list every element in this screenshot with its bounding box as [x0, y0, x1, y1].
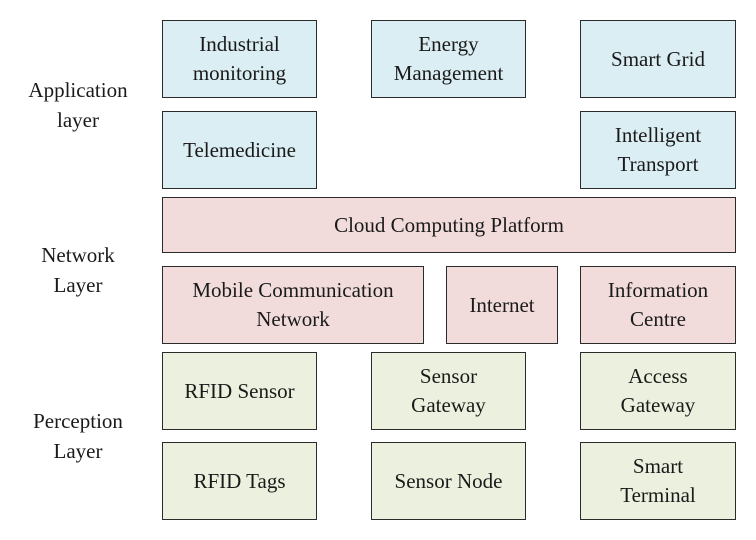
mobile-communication-network-text: Mobile Communication Network — [192, 278, 394, 331]
smart-grid-text: Smart Grid — [611, 46, 705, 71]
rfid-sensor-box: RFID Sensor — [162, 352, 317, 430]
sensor-node-box: Sensor Node — [371, 442, 526, 520]
internet-text: Internet — [469, 292, 535, 317]
industrial-monitoring-box: Industrial monitoring — [162, 20, 317, 98]
application-layer-label: Application layer — [28, 78, 128, 132]
sensor-gateway-box: Sensor Gateway — [371, 352, 526, 430]
smart-grid-box: Smart Grid — [580, 20, 736, 98]
network-layer-label: Network Layer — [41, 243, 115, 297]
rfid-sensor-text: RFID Sensor — [184, 378, 295, 403]
mobile-communication-network-box: Mobile Communication Network — [162, 266, 424, 344]
intelligent-transport-box: Intelligent Transport — [580, 111, 736, 189]
internet-box: Internet — [446, 266, 558, 344]
access-gateway-text: Access Gateway — [620, 364, 696, 417]
cloud-computing-platform-box: Cloud Computing Platform — [162, 197, 736, 253]
perception-layer-label: Perception Layer — [33, 409, 123, 463]
telemedicine-box: Telemedicine — [162, 111, 317, 189]
sensor-gateway-text: Sensor Gateway — [411, 364, 486, 417]
energy-management-text: Energy Management — [393, 32, 504, 85]
intelligent-transport-text: Intelligent Transport — [614, 123, 702, 176]
rfid-tags-box: RFID Tags — [162, 442, 317, 520]
information-centre-box: Information Centre — [580, 266, 736, 344]
industrial-monitoring-text: Industrial monitoring — [192, 32, 287, 85]
information-centre-text: Information Centre — [607, 278, 709, 331]
sensor-node-text: Sensor Node — [394, 468, 503, 493]
smart-terminal-box: Smart Terminal — [580, 442, 736, 520]
smart-terminal-text: Smart Terminal — [620, 454, 696, 507]
energy-management-box: Energy Management — [371, 20, 526, 98]
telemedicine-text: Telemedicine — [183, 137, 296, 162]
rfid-tags-text: RFID Tags — [193, 468, 286, 493]
cloud-computing-platform-text: Cloud Computing Platform — [334, 212, 564, 237]
access-gateway-box: Access Gateway — [580, 352, 736, 430]
